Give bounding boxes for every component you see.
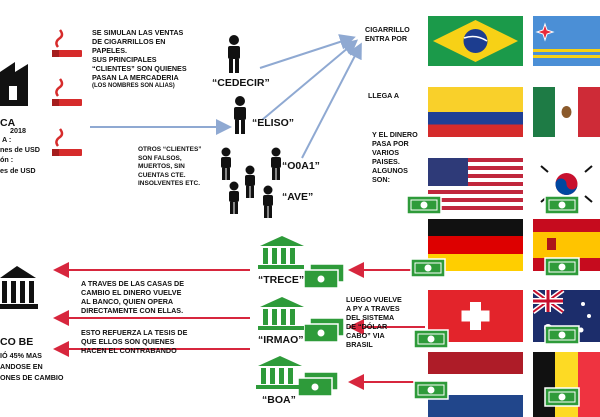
- money-stack-icon: [303, 263, 345, 289]
- bank-line-1: IÓ 45% MAS: [0, 351, 42, 360]
- exchange-boa: “BOA”: [262, 394, 296, 406]
- arrow-eliso-to-flags: [261, 39, 359, 121]
- arrow-o0a1-to-flags: [301, 42, 362, 159]
- person-icon: [228, 35, 240, 73]
- exchange-trece: “TRECE”: [258, 274, 305, 286]
- company-line-2: nes de USD: [0, 145, 40, 154]
- bank-line-2: ANDOSE EN: [0, 362, 43, 371]
- person-icon: [263, 185, 273, 218]
- person-icon: [221, 147, 231, 180]
- flag-colombia: [428, 87, 523, 137]
- others-text: OTROS “CLIENTES” SON FALSOS, MUERTOS, SI…: [138, 146, 202, 187]
- money-icon: [544, 195, 580, 215]
- bank-text: A TRAVES DE LAS CASAS DE CAMBIO EL DINER…: [81, 279, 185, 315]
- company-heading-fragment: CA: [0, 117, 16, 129]
- intro-text: SE SIMULAN LAS VENTAS DE CIGARRILLOS EN …: [92, 28, 187, 89]
- money-icon: [413, 380, 449, 400]
- thesis-text: ESTO REFUERZA LA TESIS DE QUE ELLOS SON …: [81, 328, 188, 355]
- flag-mexico: [533, 87, 600, 137]
- bank-title: CO BE: [0, 336, 34, 348]
- company-line-4: es de USD: [0, 166, 36, 175]
- client-cedecir: “CEDECIR”: [212, 77, 270, 89]
- company-line-3: ón :: [0, 155, 14, 164]
- person-icon: [271, 147, 281, 180]
- exchange-irmao: “IRMAO”: [258, 334, 304, 346]
- bank-line-3: ONES DE CAMBIO: [0, 373, 64, 382]
- exchange-house-icon: [256, 356, 302, 389]
- arrives-text: LLEGA A: [368, 91, 400, 100]
- person-icon: [229, 181, 239, 214]
- money-icon: [406, 195, 442, 215]
- money-stack-icon: [297, 371, 339, 397]
- entry-text: CIGARRILLO ENTRA POR: [365, 25, 410, 43]
- money-icon: [413, 329, 449, 349]
- exchange-house-icon: [258, 297, 304, 330]
- returns-text: LUEGO VUELVE A PY A TRAVES DEL SISTEMA D…: [346, 295, 402, 349]
- arrow-cedecir-to-flags: [259, 34, 356, 69]
- money-text: Y EL DINERO PASA POR VARIOS PAISES. ALGU…: [372, 130, 418, 184]
- client-ave: “AVE”: [282, 191, 314, 203]
- client-eliso: “ELISO”: [252, 117, 295, 129]
- flag-germany: [428, 219, 523, 271]
- exchange-house-icon: [258, 236, 304, 269]
- cigarette-icon: [52, 29, 82, 57]
- flag-usa: [428, 158, 523, 210]
- cigarette-icon: [52, 78, 82, 106]
- flag-netherlands: [428, 352, 523, 417]
- money-icon: [544, 325, 580, 345]
- flag-brazil: [428, 16, 523, 66]
- company-year: 2018: [10, 126, 26, 135]
- money-icon: [544, 387, 580, 407]
- flag-aruba: [533, 16, 600, 66]
- money-stack-icon: [303, 317, 345, 343]
- client-o0a1: “O0A1”: [282, 160, 320, 172]
- company-line-1: A :: [2, 135, 12, 144]
- money-icon: [410, 258, 446, 278]
- money-icon: [544, 257, 580, 277]
- cigarette-icon: [52, 128, 82, 156]
- person-icon: [234, 96, 246, 134]
- person-icon: [245, 165, 255, 198]
